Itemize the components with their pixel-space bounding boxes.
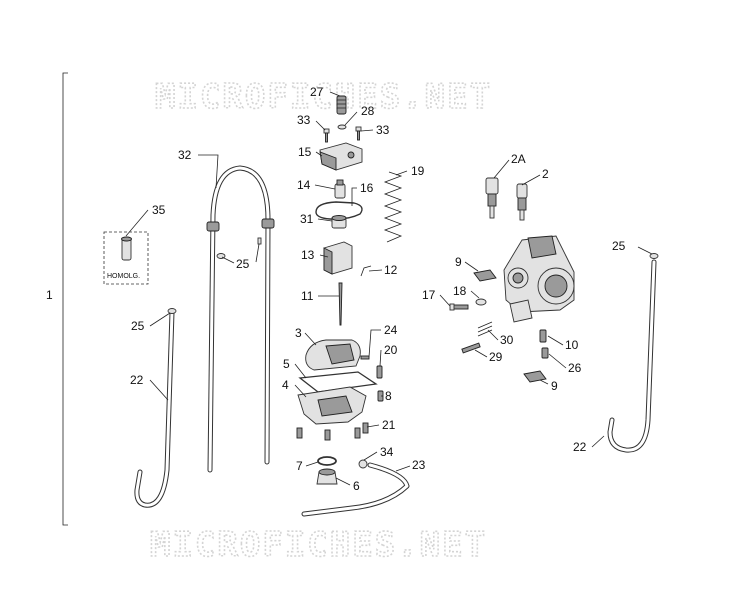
spring-19 [383,171,403,243]
callout-27: 27 [310,85,324,99]
clamp-25-right [649,253,659,259]
jet-20 [376,365,383,379]
callout-30: 30 [500,333,514,347]
callout-14: 14 [297,178,311,192]
callout-18: 18 [453,284,467,298]
callout-6: 6 [353,479,360,493]
callout-8: 8 [385,389,392,403]
callout-10: 10 [565,338,579,352]
callout-29: 29 [489,350,503,364]
homologation-kit-35: HOMOLG. [103,231,149,285]
vent-hose-32 [206,165,275,473]
drain-hose-23 [301,462,410,517]
homologation-label: HOMOLG. [107,273,140,280]
screw-17 [449,303,469,311]
callout-7: 7 [296,459,303,473]
nozzle-10 [539,329,547,343]
callout-12: 12 [384,263,398,277]
callout-33-left: 33 [297,113,311,127]
callout-33-right: 33 [376,123,390,137]
sensor-2 [516,183,528,221]
callout-9-bottom: 9 [551,379,558,393]
clamp-25-left [167,308,177,314]
clip-12 [360,265,372,277]
hose-22-right [607,259,657,453]
callout-20: 20 [384,343,398,357]
plug-6 [316,468,338,485]
callout-22-right: 22 [573,440,587,454]
callout-16: 16 [360,181,374,195]
sensor-2A [485,177,499,219]
o-ring-7 [317,456,337,466]
callout-2A: 2A [511,152,526,166]
callout-32: 32 [178,148,192,162]
float-bowl-4 [297,386,367,425]
fitting-34 [358,459,368,469]
callout-25-left: 25 [131,319,145,333]
leader-lines [125,91,653,486]
callout-35: 35 [152,203,166,217]
seal-31 [331,215,347,229]
bowl-screws [296,422,369,441]
gasket-5 [298,371,378,393]
callout-34: 34 [380,445,394,459]
callout-22-left: 22 [130,373,144,387]
screw-33-left [323,128,330,143]
bracket-9-top [473,269,497,282]
callout-3: 3 [295,326,302,340]
washer-18 [475,298,487,306]
callout-23: 23 [412,458,426,472]
screw-29 [461,342,481,354]
nozzle-26 [541,347,549,359]
watermark-top: MICROFICHES.NET [155,77,492,117]
callout-26: 26 [568,361,582,375]
gasket-16 [315,201,363,220]
callout-11: 11 [301,289,314,303]
callout-5: 5 [283,357,290,371]
callout-9-top: 9 [455,255,462,269]
top-cover-15 [319,142,363,171]
hose-22-left [134,309,175,508]
callout-25-right: 25 [612,239,626,253]
carburetor-body [503,235,575,323]
screw-24 [360,355,370,360]
clamp-25-mid [216,237,262,259]
valve-14 [334,179,346,199]
group-bracket [62,72,68,526]
callout-31: 31 [300,212,314,226]
callout-21: 21 [382,418,396,432]
o-ring-28 [337,124,347,130]
screw-33-right [355,126,362,141]
callout-15: 15 [298,145,312,159]
slide-13 [323,241,353,275]
callout-19: 19 [411,164,425,178]
callout-17: 17 [422,288,436,302]
callout-24: 24 [384,323,398,337]
callout-25-mid: 25 [236,257,250,271]
spring-30 [477,321,493,337]
needle-11 [338,282,343,326]
needle-jet-27 [336,95,347,115]
callout-13: 13 [301,248,315,262]
bracket-9-bottom [523,370,547,383]
watermark-bottom: MICROFICHES.NET [150,525,487,565]
group-number: 1 [46,288,53,302]
callout-4: 4 [282,378,289,392]
float-bowl-cover-3 [305,339,361,371]
callout-2: 2 [542,167,549,181]
callout-28: 28 [361,104,375,118]
